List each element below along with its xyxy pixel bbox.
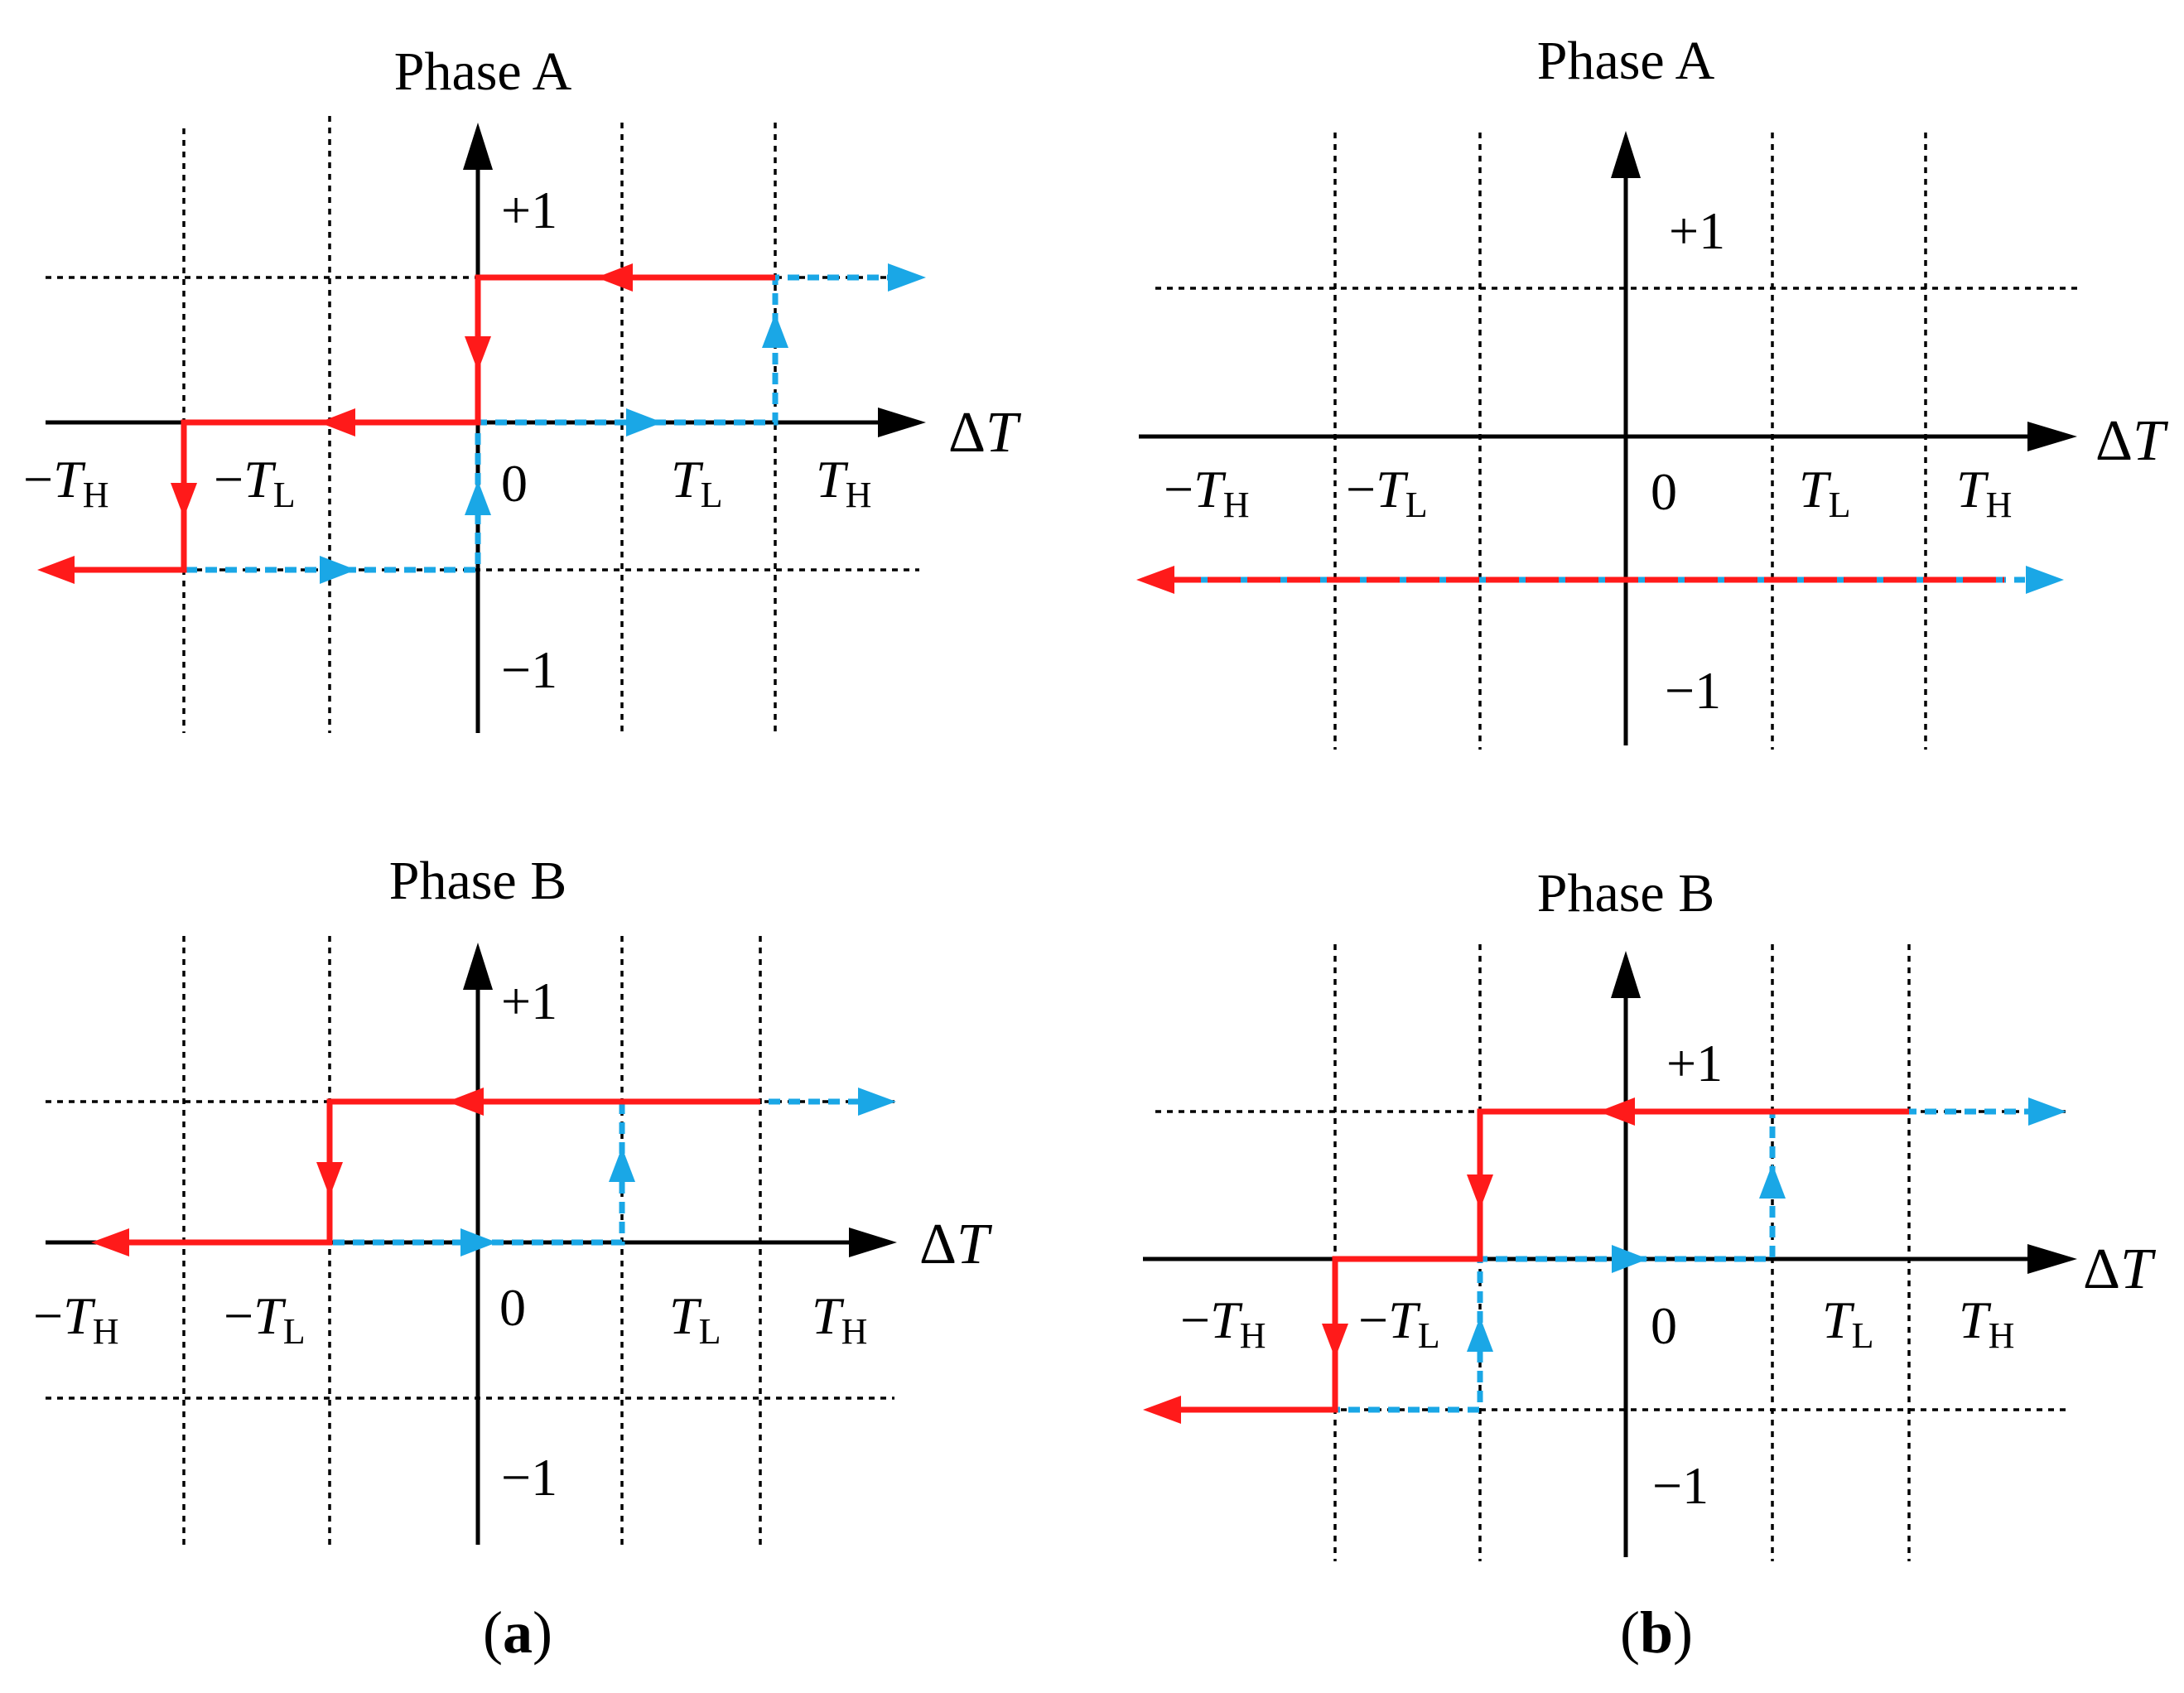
tick-tl: TL [671,450,722,515]
y-axis-arrow-icon [1611,951,1641,998]
path-arrows [1136,566,2064,594]
tick-neg-th: −TH [1164,460,1249,525]
heating-arrow-icon [1143,1396,1181,1424]
cooling-arrow-icon [888,263,926,292]
y-plus-label: +1 [1666,1034,1723,1092]
origin-label: 0 [501,454,528,513]
y-plus-label: +1 [501,972,557,1030]
heating-arrow-icon [319,408,355,437]
cooling-arrow-icon [626,408,663,437]
grid-lines [1155,944,2066,1561]
tick-neg-tl: −TL [224,1286,306,1352]
x-axis-arrow-icon [2027,422,2077,451]
cooling-path [174,1098,861,1246]
plot-title: Phase A [1537,31,1715,91]
path-arrows [91,1088,896,1256]
path-arrows [37,263,926,584]
axis-labels: +1 −1 0 ΔT −TH −TL TL TH [1180,1034,2157,1515]
axes [1143,951,2077,1557]
heating-arrow-icon [37,556,75,584]
grid-lines [1155,133,2083,750]
cooling-arrow-icon [858,1088,896,1116]
y-minus-label: −1 [1665,661,1721,720]
plot-a-phase-b: Phase B +1 [33,851,993,1549]
origin-label: 0 [1651,1296,1677,1355]
x-axis-label: ΔT [2095,409,2169,473]
cooling-arrow-icon [609,1147,635,1182]
heating-arrow-icon [1136,566,1174,594]
cooling-arrow-icon [465,480,491,515]
plot-title: Phase B [389,851,567,911]
cooling-arrow-icon [1612,1245,1648,1273]
tick-neg-th: −TH [33,1286,118,1352]
heating-arrow-icon [465,336,491,371]
tick-th: TH [812,1286,867,1352]
heating-path [1172,1108,1909,1413]
path-arrows [1143,1097,2066,1424]
plot-b-phase-a: Phase A +1 −1 0 ΔT −TH [1136,31,2169,750]
tick-neg-th: −TH [1180,1290,1266,1356]
x-axis-label: ΔT [2083,1237,2157,1301]
y-plus-label: +1 [501,181,557,239]
plot-title: Phase A [394,41,572,102]
cooling-arrow-icon [2026,566,2064,594]
x-axis-label: ΔT [919,1213,993,1276]
heating-arrow-icon [447,1088,484,1116]
tick-neg-tl: −TL [214,450,296,515]
cooling-arrow-icon [2028,1097,2066,1126]
cooling-arrow-icon [1467,1317,1493,1352]
heating-path [108,1098,760,1246]
panel-label-a: (a) [483,1599,552,1666]
tick-neg-tl: −TL [1358,1290,1440,1356]
plot-title: Phase B [1537,863,1715,924]
plot-b-phase-b: Phase B [1143,863,2157,1561]
tick-th: TH [816,450,871,515]
x-axis-arrow-icon [878,408,926,437]
heating-arrow-icon [596,263,633,292]
cooling-arrow-icon [460,1228,497,1256]
origin-label: 0 [499,1278,526,1337]
y-axis-arrow-icon [463,943,493,990]
heating-arrow-icon [91,1228,129,1256]
plot-a-phase-a: Phase A [23,41,1022,733]
heating-arrow-icon [316,1162,343,1197]
tick-neg-tl: −TL [1346,460,1428,525]
y-axis-arrow-icon [1611,131,1641,178]
x-axis-arrow-icon [849,1228,897,1257]
tick-tl: TL [1799,460,1850,525]
axes [46,123,926,733]
tick-th: TH [1956,460,2012,525]
panel-label-b: (b) [1620,1599,1693,1666]
y-minus-label: −1 [501,640,557,699]
tick-tl: TL [1822,1290,1873,1356]
heating-arrow-icon [171,483,197,518]
x-axis-label: ΔT [948,401,1022,465]
axis-labels: +1 −1 0 ΔT −TH −TL TL TH [33,972,993,1507]
x-axis-arrow-icon [2027,1244,2077,1274]
axis-labels: +1 −1 0 ΔT −TH −TL TL TH [1164,201,2169,720]
heating-arrow-icon [1467,1174,1493,1209]
y-minus-label: −1 [1652,1456,1709,1515]
heating-arrow-icon [1598,1097,1635,1126]
cooling-path [166,274,899,573]
y-axis-arrow-icon [463,123,493,170]
tick-th: TH [1959,1290,2014,1356]
axes [1139,131,2077,745]
cooling-arrow-icon [320,556,356,584]
y-plus-label: +1 [1669,201,1725,260]
cooling-arrow-icon [1759,1164,1786,1199]
axis-labels: +1 −1 0 ΔT −TH −TL TL TH [23,181,1022,699]
tick-neg-th: −TH [23,450,108,515]
y-minus-label: −1 [501,1448,557,1507]
heating-arrow-icon [1322,1324,1348,1358]
cooling-arrow-icon [762,313,788,348]
tick-tl: TL [669,1286,721,1352]
origin-label: 0 [1651,462,1677,521]
